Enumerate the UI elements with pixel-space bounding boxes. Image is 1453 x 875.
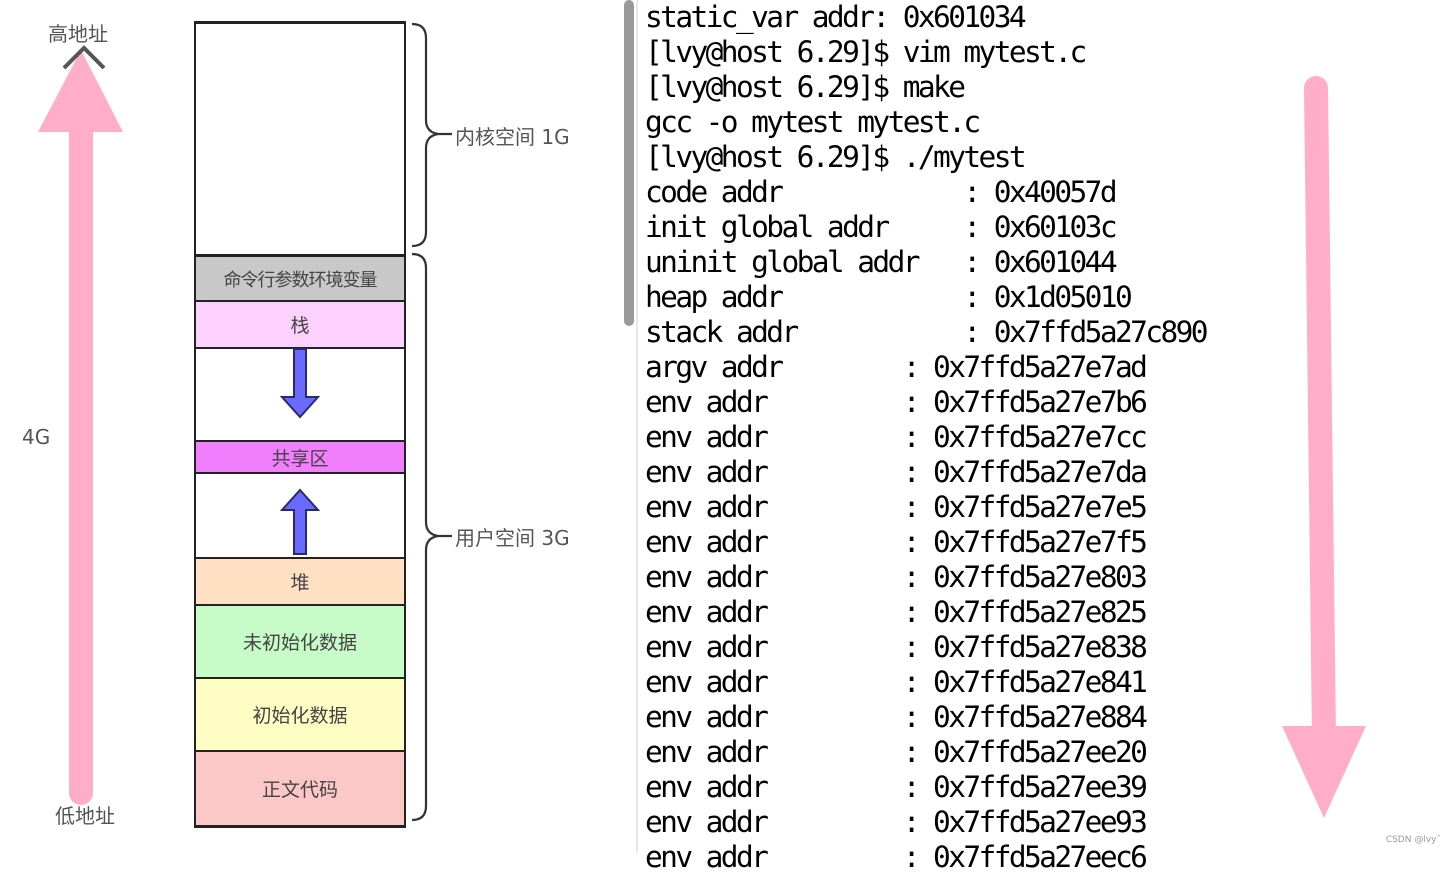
heap-up-arrow-icon [279, 488, 321, 555]
heap-segment: 堆 [196, 557, 404, 604]
terminal-line: env addr : 0x7ffd5a27e884 [645, 700, 1148, 734]
stack-down-arrow-icon [279, 348, 321, 419]
terminal-line: gcc -o mytest mytest.c [645, 105, 981, 139]
terminal-scrollbar[interactable] [622, 0, 636, 853]
kernel-segment [196, 24, 404, 254]
user-brace-icon [411, 252, 452, 822]
terminal-line: init global addr : 0x60103c [645, 210, 1118, 244]
bss-segment: 未初始化数据 [196, 604, 404, 677]
low-address-label: 低地址 [55, 804, 115, 828]
user-space-label: 用户空间 3G [455, 526, 570, 550]
terminal-line: env addr : 0x7ffd5a27e825 [645, 595, 1148, 629]
terminal-line: static_var addr: 0x601034 [645, 0, 1027, 34]
kernel-space-label: 内核空间 1G [455, 125, 570, 149]
kernel-brace-icon [411, 22, 452, 248]
address-up-arrow-icon [38, 50, 123, 805]
terminal-line: [lvy@host 6.29]$ vim mytest.c [645, 35, 1087, 69]
shared-segment: 共享区 [196, 440, 404, 472]
terminal-line: [lvy@host 6.29]$ ./mytest [645, 140, 1027, 174]
terminal-line: env addr : 0x7ffd5a27e841 [645, 665, 1148, 699]
terminal-line: heap addr : 0x1d05010 [645, 280, 1133, 314]
terminal-line: env addr : 0x7ffd5a27ee93 [645, 805, 1148, 839]
high-address-label: 高地址 [48, 22, 108, 46]
args-env-segment: 命令行参数环境变量 [196, 254, 404, 300]
caret-up-icon [62, 45, 106, 70]
terminal-lines: static_var addr: 0x601034[lvy@host 6.29]… [645, 0, 1209, 875]
watermark: CSDN @lvy¯ [1385, 835, 1441, 845]
scrollbar-thumb[interactable] [624, 0, 634, 326]
memory-column: 命令行参数环境变量 栈 共享区 堆 未初始化数据 初始化数据 正文代码 [194, 21, 406, 828]
terminal-line: [lvy@host 6.29]$ make [645, 70, 966, 104]
terminal-line: env addr : 0x7ffd5a27eec6 [645, 840, 1148, 874]
text-segment: 正文代码 [196, 750, 404, 825]
terminal-line: env addr : 0x7ffd5a27e7b6 [645, 385, 1148, 419]
data-segment: 初始化数据 [196, 677, 404, 750]
terminal-line: env addr : 0x7ffd5a27ee20 [645, 735, 1148, 769]
terminal-line: uninit global addr : 0x601044 [645, 245, 1118, 279]
terminal-line: stack addr : 0x7ffd5a27c890 [645, 315, 1209, 349]
terminal-line: env addr : 0x7ffd5a27e838 [645, 630, 1148, 664]
terminal-line: env addr : 0x7ffd5a27ee39 [645, 770, 1148, 804]
terminal-line: env addr : 0x7ffd5a27e7e5 [645, 490, 1148, 524]
terminal-line: env addr : 0x7ffd5a27e7da [645, 455, 1148, 489]
terminal-line: code addr : 0x40057d [645, 175, 1118, 209]
address-down-arrow-icon [1282, 76, 1366, 818]
total-size-label: 4G [22, 425, 51, 449]
terminal-line: argv addr : 0x7ffd5a27e7ad [645, 350, 1148, 384]
terminal-line: env addr : 0x7ffd5a27e7cc [645, 420, 1148, 454]
stack-segment: 栈 [196, 300, 404, 347]
terminal-line: env addr : 0x7ffd5a27e803 [645, 560, 1148, 594]
memory-layout-diagram: 高地址 4G 低地址 命令行参数环境变量 栈 共享区 堆 未初始化数据 初始化数… [0, 0, 622, 853]
terminal-line: env addr : 0x7ffd5a27e7f5 [645, 525, 1148, 559]
